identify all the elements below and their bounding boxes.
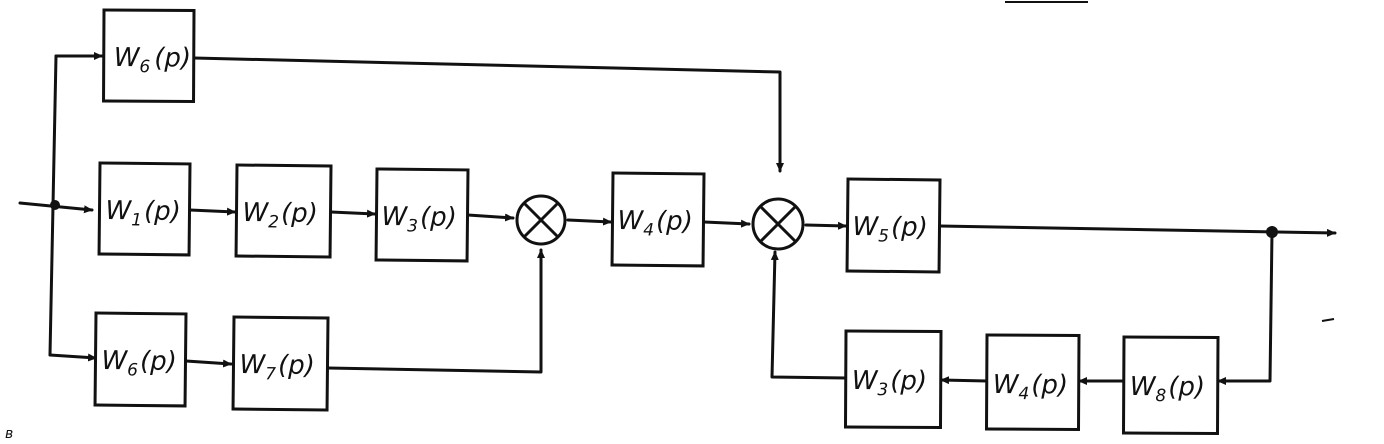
- scan-mark-right: [1321, 318, 1335, 322]
- wire-sum1-w4: [566, 217, 613, 226]
- block-w1: W1(p): [97, 161, 192, 257]
- input-junction-dot: [50, 200, 60, 210]
- block-w7: W7(p): [231, 315, 330, 412]
- figure-label: в: [5, 426, 13, 442]
- summing-junction-1: [515, 194, 567, 246]
- summing-junction-2: [751, 197, 805, 251]
- wire-w6-top-to-sum2: [192, 56, 784, 173]
- block-w6-top: W6(p): [102, 8, 196, 103]
- block-w4-feedback: W4(p): [984, 333, 1081, 431]
- block-w3: W3(p): [374, 167, 470, 263]
- block-w5: W5(p): [845, 177, 942, 274]
- svg-text:W7(p): W7(p): [239, 350, 315, 385]
- wire-w2-w3: [329, 209, 377, 218]
- wire-w4-sum2: [702, 219, 751, 228]
- svg-text:W6(p): W6(p): [101, 346, 177, 381]
- wire-output-to-w8: [1216, 230, 1274, 385]
- svg-text:W5(p): W5(p): [852, 212, 928, 247]
- svg-text:W3(p): W3(p): [852, 366, 928, 400]
- svg-text:W3(p): W3(p): [381, 202, 457, 237]
- wire-w6-bottom-w7: [184, 359, 233, 368]
- svg-text:W2(p): W2(p): [242, 198, 318, 233]
- svg-text:W1(p): W1(p): [105, 196, 181, 231]
- output-junction-dot: [1266, 226, 1278, 238]
- wire-to-w6-bottom: [48, 353, 98, 362]
- svg-text:W8(p): W8(p): [1130, 372, 1206, 406]
- block-w4: W4(p): [610, 171, 706, 268]
- block-w2: W2(p): [234, 163, 333, 259]
- wire-w3-feedback-to-sum2: [770, 250, 848, 380]
- wire-w7-sum1: [326, 248, 545, 374]
- svg-text:W6(p): W6(p): [114, 43, 192, 77]
- wire-w4-w3-feedback: [939, 376, 989, 385]
- block-w8: W8(p): [1121, 335, 1220, 435]
- wire-w1-w2: [188, 207, 237, 216]
- wire-sum2-w5: [804, 221, 848, 230]
- block-w3-feedback: W3(p): [843, 329, 943, 430]
- svg-text:W4(p): W4(p): [617, 206, 693, 241]
- svg-text:W4(p): W4(p): [993, 370, 1069, 404]
- block-w6-bottom: W6(p): [93, 311, 188, 408]
- wire-w3-sum1: [466, 213, 515, 222]
